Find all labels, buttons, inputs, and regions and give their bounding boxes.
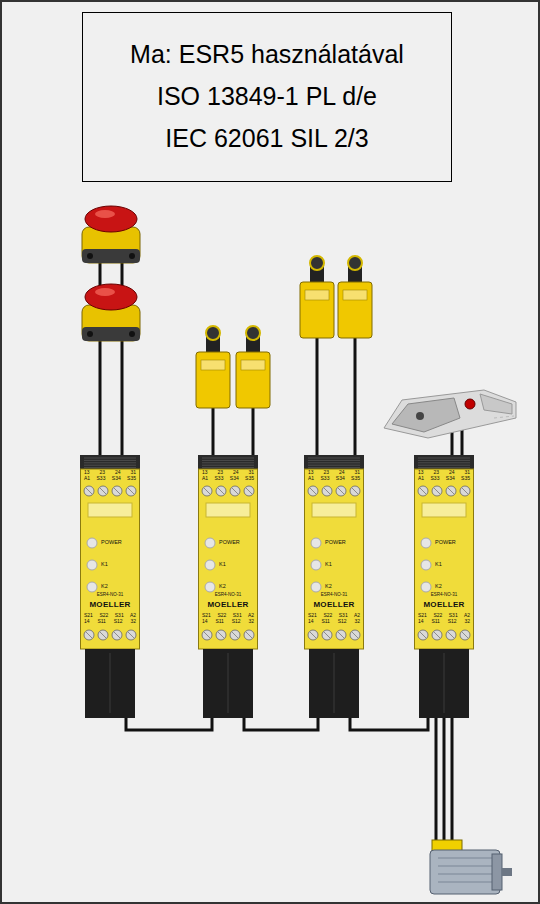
- led-label: K1: [325, 562, 332, 568]
- relay-housing: [198, 455, 258, 718]
- terminal-labels: A1 S33 S34 S35: [418, 476, 470, 481]
- relay-housing: [304, 455, 364, 718]
- terminal-labels: 14 S11 S12 32: [418, 619, 470, 624]
- title-box: Ma: ESR5 használatávalISO 13849-1 PL d/e…: [82, 12, 452, 182]
- terminal-labels: A1 S33 S34 S35: [308, 476, 360, 481]
- terminal-labels: S21 S22 S31 A2: [202, 613, 254, 618]
- relay-link-wire: [126, 716, 212, 730]
- terminal-labels: S21 S22 S31 A2: [418, 613, 470, 618]
- model-label: ESR4-NO-31: [198, 593, 258, 598]
- emergency-stop-button: [82, 284, 140, 341]
- heading-line: IEC 62061 SIL 2/3: [91, 117, 443, 159]
- position-switch: [196, 326, 230, 408]
- terminal-labels: 14 S11 S12 32: [84, 619, 136, 624]
- safety-relay: 13 23 24 31A1 S33 S34 S35POWER K1K2ESR4-N…: [80, 455, 140, 718]
- position-switch: [338, 256, 372, 338]
- heading-line: Ma: ESR5 használatával: [91, 33, 443, 75]
- led-label: K2: [101, 584, 108, 590]
- brand-label: MOELLER: [414, 601, 474, 609]
- device-wires: [100, 260, 462, 846]
- brand-label: MOELLER: [198, 601, 258, 609]
- terminal-labels: 14 S11 S12 32: [202, 619, 254, 624]
- terminal-labels: A1 S33 S34 S35: [84, 476, 136, 481]
- motor: [430, 840, 512, 894]
- terminal-labels: S21 S22 S31 A2: [308, 613, 360, 618]
- relay-housing: [414, 455, 474, 718]
- safety-relay: 13 23 24 31A1 S33 S34 S35POWER K1K2ESR4-N…: [198, 455, 258, 718]
- safety-relay: 13 23 24 31A1 S33 S34 S35POWER K1K2ESR4-N…: [304, 455, 364, 718]
- foot-switch: [384, 390, 516, 438]
- led-label: K2: [325, 584, 332, 590]
- terminal-labels: 13 23 24 31: [84, 470, 136, 475]
- terminal-labels: A1 S33 S34 S35: [202, 476, 254, 481]
- terminal-labels: 13 23 24 31: [308, 470, 360, 475]
- relay-link-wire: [350, 716, 428, 730]
- relay-housing: [80, 455, 140, 718]
- led-label: K1: [219, 562, 226, 568]
- emergency-stop-button: [82, 206, 140, 263]
- led-label: POWER: [101, 540, 122, 546]
- brand-label: MOELLER: [304, 601, 364, 609]
- brand-label: MOELLER: [80, 601, 140, 609]
- model-label: ESR4-NO-31: [80, 593, 140, 598]
- terminal-labels: 13 23 24 31: [418, 470, 470, 475]
- led-label: K2: [435, 584, 442, 590]
- terminal-labels: 14 S11 S12 32: [308, 619, 360, 624]
- led-label: K2: [219, 584, 226, 590]
- led-label: POWER: [219, 540, 240, 546]
- heading-line: ISO 13849-1 PL d/e: [91, 75, 443, 117]
- relay-link-wire: [244, 716, 318, 730]
- terminal-labels: S21 S22 S31 A2: [84, 613, 136, 618]
- led-label: POWER: [435, 540, 456, 546]
- led-label: K1: [101, 562, 108, 568]
- position-switch: [236, 326, 270, 408]
- position-switch: [300, 256, 334, 338]
- terminal-labels: 13 23 24 31: [202, 470, 254, 475]
- model-label: ESR4-NO-31: [414, 593, 474, 598]
- led-label: K1: [435, 562, 442, 568]
- model-label: ESR4-NO-31: [304, 593, 364, 598]
- safety-relay: 13 23 24 31A1 S33 S34 S35POWER K1K2ESR4-N…: [414, 455, 474, 718]
- led-label: POWER: [325, 540, 346, 546]
